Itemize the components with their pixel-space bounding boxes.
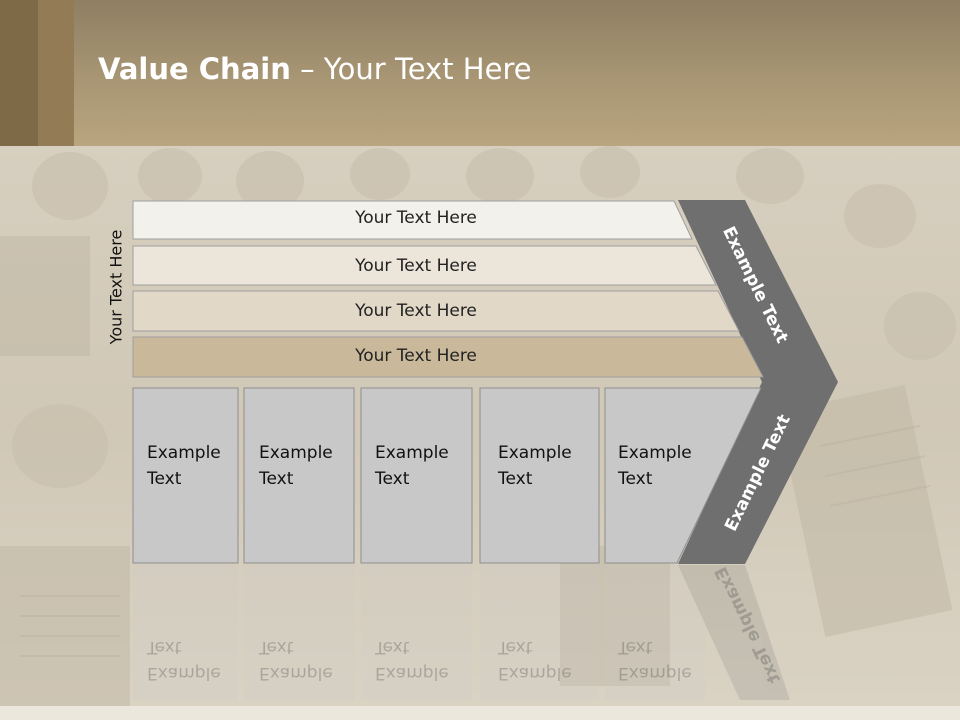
column-reflection bbox=[244, 565, 354, 700]
column-line2: Text bbox=[259, 637, 294, 657]
value-chain-chevron bbox=[678, 200, 838, 564]
column-line1: Example bbox=[375, 663, 449, 683]
page-title: Value Chain – Your Text Here bbox=[98, 52, 532, 86]
column-reflection bbox=[133, 565, 238, 700]
chevron-reflection bbox=[678, 565, 790, 700]
column-line2: Text bbox=[259, 469, 294, 489]
support-row-shape bbox=[132, 290, 740, 332]
column-line1: Example bbox=[618, 443, 692, 463]
column-line2: Text bbox=[375, 637, 410, 657]
column-line1: Example bbox=[375, 443, 449, 463]
column-line2: Text bbox=[147, 637, 182, 657]
column-line2: Text bbox=[498, 469, 533, 489]
primary-column-reflection-label: Example Text bbox=[375, 634, 475, 686]
support-row-shape bbox=[132, 336, 764, 378]
support-row-label: Your Text Here bbox=[355, 301, 477, 321]
column-line2: Text bbox=[147, 469, 182, 489]
column-line1: Example bbox=[147, 443, 221, 463]
support-row-label: Your Text Here bbox=[355, 256, 477, 276]
column-line2: Text bbox=[375, 469, 410, 489]
column-line1: Example bbox=[498, 663, 572, 683]
support-row-shape bbox=[132, 245, 717, 286]
support-row-shape bbox=[132, 200, 693, 240]
column-line1: Example bbox=[259, 443, 333, 463]
primary-column-reflection-label: Example Text bbox=[259, 634, 359, 686]
title-rest: – Your Text Here bbox=[290, 52, 532, 86]
column-line1: Example bbox=[618, 663, 692, 683]
column-line2: Text bbox=[498, 637, 533, 657]
primary-column-shape bbox=[479, 387, 600, 564]
header-band: Value Chain – Your Text Here bbox=[0, 0, 960, 146]
column-line2: Text bbox=[618, 637, 653, 657]
column-reflection bbox=[361, 565, 472, 700]
column-line1: Example bbox=[498, 443, 572, 463]
header-accent bbox=[38, 0, 74, 146]
column-line1: Example bbox=[147, 663, 221, 683]
primary-column-shape bbox=[360, 387, 473, 564]
primary-column-shape bbox=[132, 387, 239, 564]
primary-column-reflection-label: Example Text bbox=[618, 634, 718, 686]
primary-column-shape bbox=[604, 387, 762, 564]
support-row-label: Your Text Here bbox=[355, 208, 477, 228]
header-accent bbox=[0, 0, 38, 146]
column-reflection bbox=[605, 565, 705, 700]
side-label: Your Text Here bbox=[106, 229, 126, 345]
primary-column-shape bbox=[243, 387, 355, 564]
bottom-strip bbox=[0, 706, 960, 720]
support-row-label: Your Text Here bbox=[355, 346, 477, 366]
title-bold: Value Chain bbox=[98, 52, 291, 86]
column-line1: Example bbox=[259, 663, 333, 683]
primary-column-reflection-label: Example Text bbox=[498, 634, 598, 686]
primary-column-reflection-label: Example Text bbox=[147, 634, 247, 686]
column-reflection bbox=[480, 565, 599, 700]
column-line2: Text bbox=[618, 469, 653, 489]
